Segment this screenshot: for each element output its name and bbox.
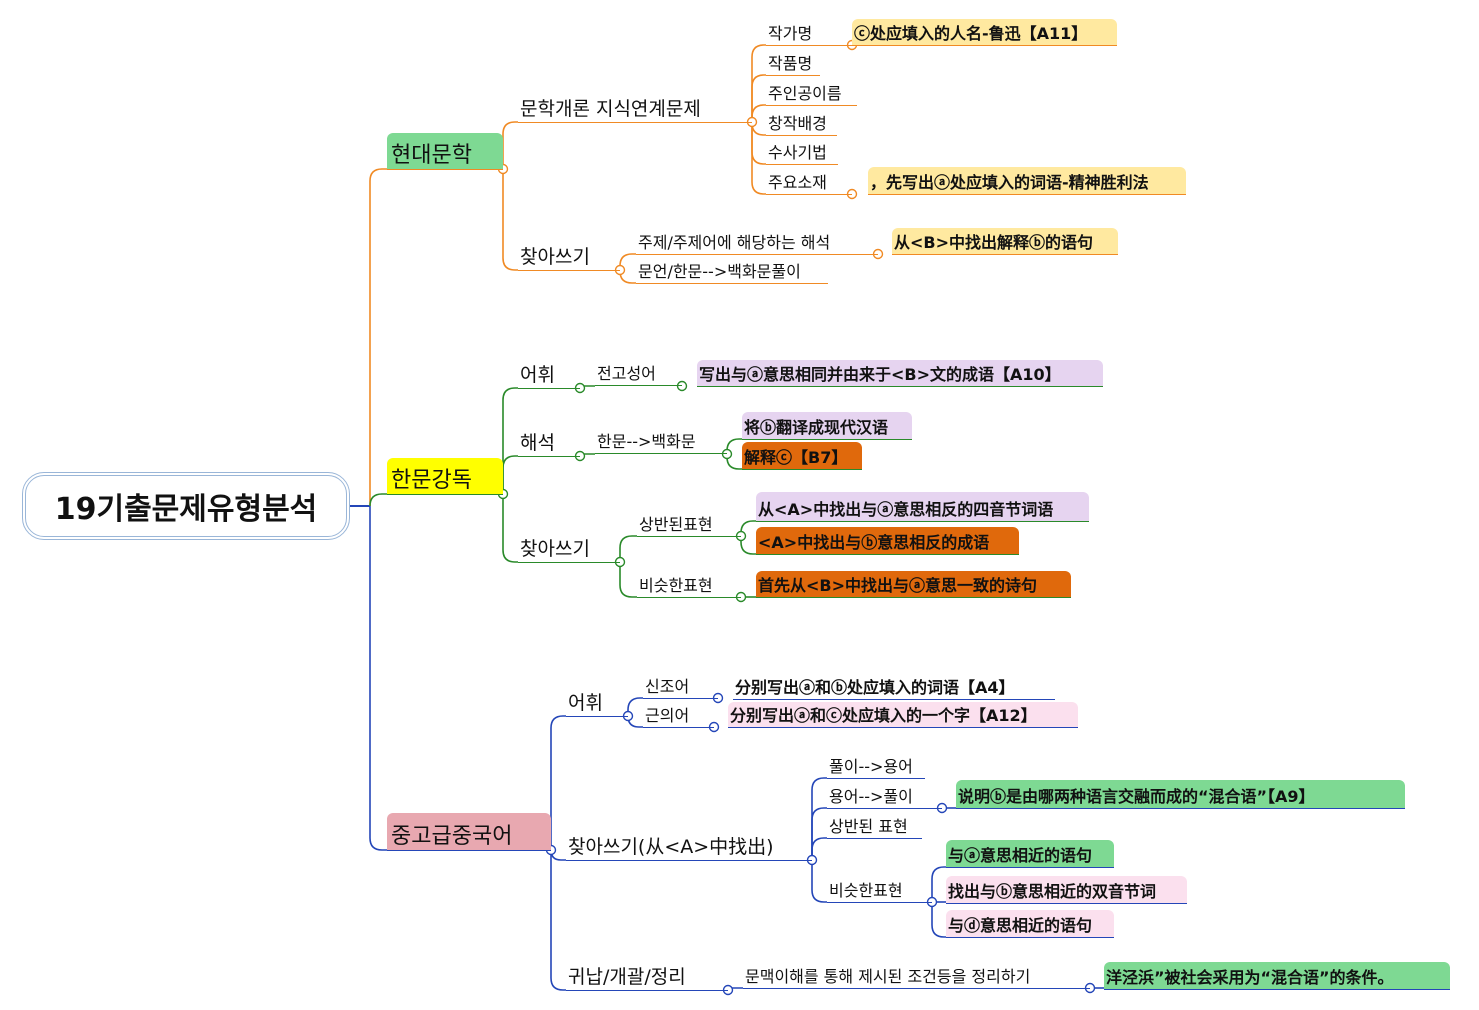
answer-neologism[interactable]: 分别写出ⓐ和ⓑ处应填入的词语【A4】 (733, 674, 1055, 700)
answer-material[interactable]: ，先写出ⓐ处应填入的词语-精神胜利法 (868, 167, 1186, 195)
connector (751, 122, 766, 165)
node-organize-conditions[interactable]: 문맥이해를 통해 제시된 조건등을 정리하기 (743, 963, 1090, 989)
connector (502, 121, 518, 169)
node-work[interactable]: 작품명 (766, 50, 820, 76)
connector (619, 535, 637, 562)
connector (550, 850, 566, 991)
connector (502, 169, 518, 271)
node-similar[interactable]: 비슷한표현 (827, 877, 932, 903)
node-interpretation[interactable]: 해석 (518, 428, 580, 457)
answer-translate-b[interactable]: 将ⓑ翻译成现代汉语 (742, 412, 912, 440)
connector (502, 455, 518, 494)
node-summary[interactable]: 귀납/개괄/정리 (566, 961, 728, 991)
connector (369, 168, 388, 506)
node-neologism[interactable]: 신조어 (643, 674, 718, 699)
connector (751, 74, 766, 122)
node-idiom[interactable]: 전고성어 (595, 360, 682, 386)
connector (931, 902, 946, 938)
connector (369, 506, 388, 851)
connector (369, 493, 388, 507)
connector (550, 715, 566, 850)
connector (751, 122, 766, 195)
node-classical-find[interactable]: 찾아쓰기 (518, 533, 620, 563)
node-theme-interpretation[interactable]: 주제/주제어에 해당하는 해석 (636, 229, 878, 255)
node-advanced-vocab[interactable]: 어휘 (566, 687, 628, 717)
connector (619, 562, 637, 598)
node-advanced-find[interactable]: 찾아쓰기(从<A>中找出) (566, 831, 812, 861)
node-translation[interactable]: 한문-->백화문 (595, 428, 727, 454)
node-rhetoric[interactable]: 수사기법 (766, 139, 838, 165)
node-classical-to-vernacular[interactable]: 문언/한문-->백화문풀이 (636, 258, 828, 284)
connector (811, 837, 827, 860)
node-dot (721, 448, 733, 460)
answer-similar-d[interactable]: 与ⓓ意思相近的语句 (946, 910, 1114, 938)
branch-modern-literature[interactable]: 현대문학 (387, 133, 503, 170)
node-opposite[interactable]: 상반된 표현 (827, 813, 922, 839)
connector (811, 777, 827, 860)
node-dot (676, 380, 688, 392)
node-explanation-to-term[interactable]: 풀이-->용어 (827, 753, 925, 779)
answer-mixed-language[interactable]: 说明ⓑ是由哪两种语言交融而成的“混合语”【A9】 (956, 780, 1405, 809)
answer-opposite-four-char[interactable]: 从<A>中找出与ⓐ意思相反的四音节词语 (756, 492, 1089, 522)
connector (627, 697, 643, 716)
node-material[interactable]: 주요소재 (766, 169, 852, 195)
node-synonym[interactable]: 근의어 (643, 703, 714, 728)
answer-synonym[interactable]: 分别写出ⓐ和ⓒ处应填入的一个字【A12】 (728, 702, 1078, 728)
answer-similar-b[interactable]: 找出与ⓑ意思相近的双音节词 (946, 876, 1187, 904)
connector (751, 44, 766, 122)
answer-similar-poem[interactable]: 首先从<B>中找出与ⓐ意思一致的诗句 (756, 571, 1071, 598)
node-author[interactable]: 작가명 (766, 20, 852, 46)
answer-similar-a[interactable]: 与ⓐ意思相近的语句 (946, 840, 1114, 868)
node-similar-expression[interactable]: 비슷한표현 (637, 572, 741, 598)
connector (502, 387, 518, 494)
branch-classical-reading[interactable]: 한문강독 (387, 458, 503, 495)
answer-pidgin-conditions[interactable]: 洋泾浜”被社会采用为“混合语”的条件。 (1104, 962, 1450, 990)
root-node[interactable]: 19기출문제유형분석 (22, 472, 350, 540)
node-protagonist[interactable]: 주인공이름 (766, 80, 857, 106)
answer-find-b[interactable]: 从<B>中找出解释ⓑ的语句 (892, 228, 1118, 255)
node-opposite-expression[interactable]: 상반된표현 (637, 511, 741, 537)
node-classical-vocab[interactable]: 어휘 (518, 360, 580, 389)
node-background[interactable]: 창작배경 (766, 110, 837, 136)
connector (502, 494, 518, 563)
answer-author[interactable]: ⓒ处应填入的人名-鲁迅【A11】 (852, 19, 1117, 46)
connector (811, 807, 827, 860)
node-modern-find[interactable]: 찾아쓰기 (518, 241, 620, 271)
connector (931, 866, 946, 902)
answer-explain-c[interactable]: 解释ⓒ【B7】 (742, 442, 862, 470)
node-term-to-explanation[interactable]: 용어-->풀이 (827, 783, 942, 809)
answer-idiom[interactable]: 写出与ⓐ意思相同并由来于<B>文的成语【A10】 (697, 360, 1103, 387)
connector (740, 536, 756, 555)
node-literature-intro[interactable]: 문학개론 지식연계문제 (518, 92, 752, 123)
branch-advanced-chinese[interactable]: 중고급중국어 (387, 813, 551, 851)
answer-opposite-idiom[interactable]: <A>中找出与ⓑ意思相反的成语 (756, 527, 1019, 555)
connector (811, 860, 827, 903)
